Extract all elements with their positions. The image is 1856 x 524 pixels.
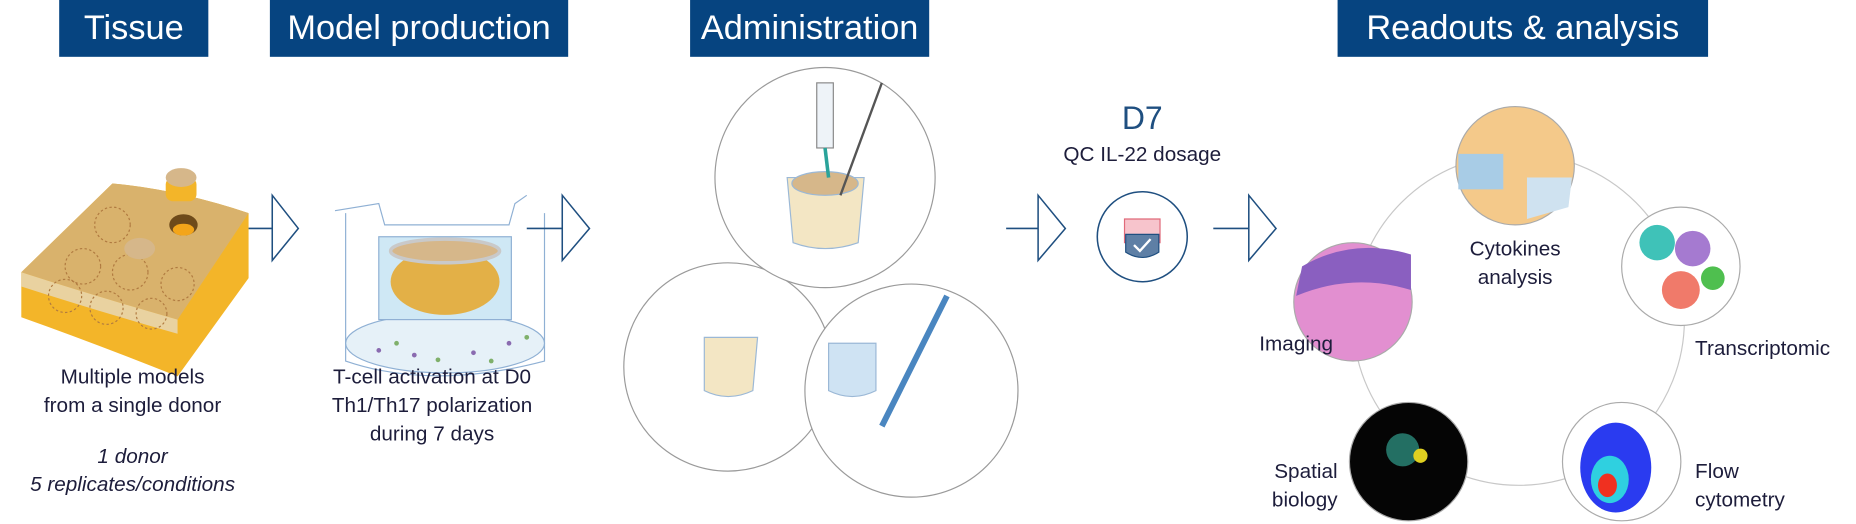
arrows <box>248 193 1278 263</box>
readout-cytokines-label: Cytokines analysis <box>1469 236 1561 289</box>
tissue-note: 1 donor 5 replicates/conditions <box>30 443 236 496</box>
administration-illustration <box>623 66 1019 498</box>
umap-thumbnail <box>1621 206 1741 327</box>
tissue-illustration <box>21 168 249 377</box>
model-caption: T-cell activation at D0 Th1/Th17 polariz… <box>331 364 533 446</box>
banner-tissue: Tissue <box>59 0 209 57</box>
readouts-ring <box>1293 105 1741 522</box>
readout-imaging-label: Imaging <box>1259 331 1333 356</box>
culture-insert-illustration <box>334 194 546 377</box>
banner-readouts: Readouts & analysis <box>1337 0 1709 57</box>
banner-model-production: Model production <box>269 0 569 57</box>
arrow-icon <box>1213 193 1278 263</box>
readout-spatial-label: Spatial biology <box>1271 459 1338 512</box>
heatmap-thumbnail <box>1455 105 1575 226</box>
histology-thumbnail <box>1293 242 1413 362</box>
banner-administration: Administration <box>690 0 930 57</box>
readout-flow-label: Flow cytometry <box>1695 459 1785 512</box>
qc-shield-check-icon <box>1096 190 1189 283</box>
qc-label: QC IL-22 dosage <box>1063 142 1222 166</box>
arrow-icon <box>248 193 300 263</box>
tissue-caption: Multiple models from a single donor <box>43 364 222 417</box>
readout-transcriptomic-label: Transcriptomic <box>1695 336 1831 360</box>
arrow-icon <box>1006 193 1067 263</box>
qc-day: D7 <box>1121 100 1163 137</box>
flow-cytometry-thumbnail <box>1561 401 1682 522</box>
arrow-icon <box>526 193 591 263</box>
spatial-thumbnail <box>1348 401 1469 522</box>
